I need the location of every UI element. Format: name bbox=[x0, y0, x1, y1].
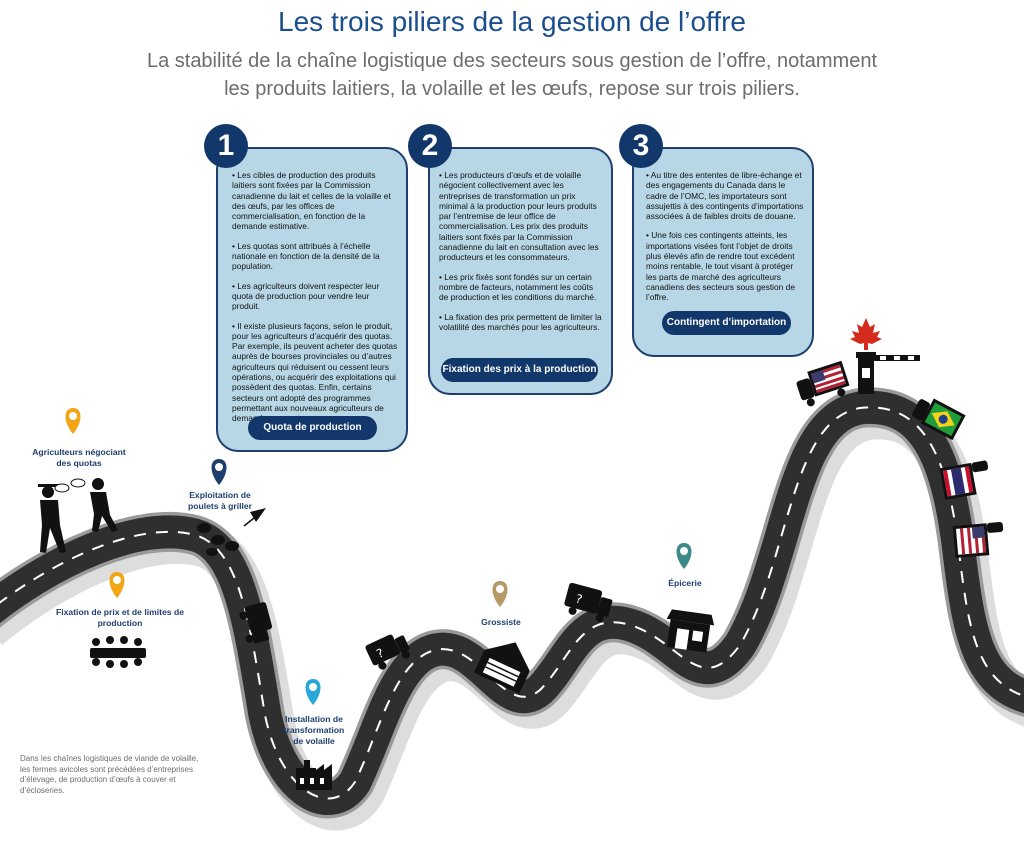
truck-icon: ? bbox=[564, 582, 613, 623]
pillar-1-text: • Les cibles de production des produits … bbox=[232, 170, 398, 433]
pillar-2-number: 2 bbox=[408, 124, 452, 168]
farmers-pin-icon bbox=[65, 408, 81, 434]
farmers-negotiating-icon bbox=[38, 478, 118, 553]
processing-plant-label: Installation de transformation de volail… bbox=[283, 714, 345, 746]
farmers-label: Agriculteurs négociant des quotas bbox=[32, 447, 126, 468]
grocery-label: Épicerie bbox=[668, 578, 702, 588]
pillar-1-paragraph: • Les cibles de production des produits … bbox=[232, 170, 391, 232]
subtitle-line-1: La stabilité de la chaîne logistique des… bbox=[146, 50, 878, 72]
pillar-3-paragraph: • Au titre des ententes de libre-échange… bbox=[646, 170, 804, 222]
processing-plant-pin-icon bbox=[305, 679, 321, 705]
subtitle-line-2: les produits laitiers, la volaille et le… bbox=[224, 78, 800, 100]
meeting-table-icon bbox=[90, 636, 146, 668]
truck-icon bbox=[239, 602, 273, 644]
grocery-store-icon bbox=[666, 609, 715, 653]
broiler-farm-label: Exploitation de poulets à griller bbox=[188, 490, 252, 511]
price-setting-label: Fixation de prix et de limites de produc… bbox=[56, 607, 184, 628]
pillar-2-text: • Les producteurs d’œufs et de volaille … bbox=[439, 170, 603, 341]
border-barrier-icon bbox=[856, 352, 920, 394]
pillar-1-number: 1 bbox=[204, 124, 248, 168]
chickens-icon bbox=[197, 508, 266, 556]
pillar-3-text: • Au titre des ententes de libre-échange… bbox=[646, 170, 806, 312]
pillar-1-paragraph: • Les agriculteurs doivent respecter leu… bbox=[232, 280, 380, 312]
brazil-truck-icon bbox=[912, 398, 966, 441]
footnote: Dans les chaînes logistiques de viande d… bbox=[20, 754, 199, 795]
pillar-1-box bbox=[216, 147, 408, 452]
page-title: Les trois piliers de la gestion de l’off… bbox=[278, 6, 746, 37]
pillar-2-paragraph: • La fixation des prix permettent de lim… bbox=[439, 311, 602, 332]
svg-text:?: ? bbox=[574, 592, 584, 607]
maple-leaf-icon bbox=[850, 318, 882, 350]
road bbox=[0, 407, 1024, 798]
wholesaler-pin-icon bbox=[492, 581, 508, 607]
truck-icon: ? bbox=[365, 634, 410, 670]
pillar-3-number: 3 bbox=[619, 124, 663, 168]
broiler-farm-pin-icon bbox=[211, 459, 227, 485]
pillar-3-paragraph: • Une fois ces contingents atteints, les… bbox=[646, 230, 795, 303]
thailand-truck-icon bbox=[939, 460, 989, 500]
svg-text:?: ? bbox=[374, 646, 386, 661]
pillar-1-paragraph: • Les quotas sont attribués à l’échelle … bbox=[232, 240, 380, 272]
warehouse-icon bbox=[473, 642, 530, 694]
pillar-2-box bbox=[428, 147, 613, 395]
factory-icon bbox=[296, 760, 332, 790]
price-setting-button[interactable]: Fixation des prix à la production bbox=[441, 358, 598, 382]
usa-truck-icon bbox=[796, 360, 850, 407]
wholesaler-label: Grossiste bbox=[481, 617, 521, 627]
import-quota-button[interactable]: Contingent d’importation bbox=[662, 311, 791, 335]
usa-truck-icon bbox=[952, 522, 1004, 559]
pillar-2-paragraph: • Les prix fixés sont fondés sur un cert… bbox=[439, 271, 597, 303]
pillar-2-paragraph: • Les producteurs d’œufs et de volaille … bbox=[439, 170, 599, 263]
quota-production-button[interactable]: Quota de production bbox=[248, 416, 377, 440]
grocery-pin-icon bbox=[676, 543, 692, 569]
pillar-1-paragraph: • Il existe plusieurs façons, selon le p… bbox=[232, 320, 398, 424]
price-setting-pin-icon bbox=[109, 572, 125, 598]
